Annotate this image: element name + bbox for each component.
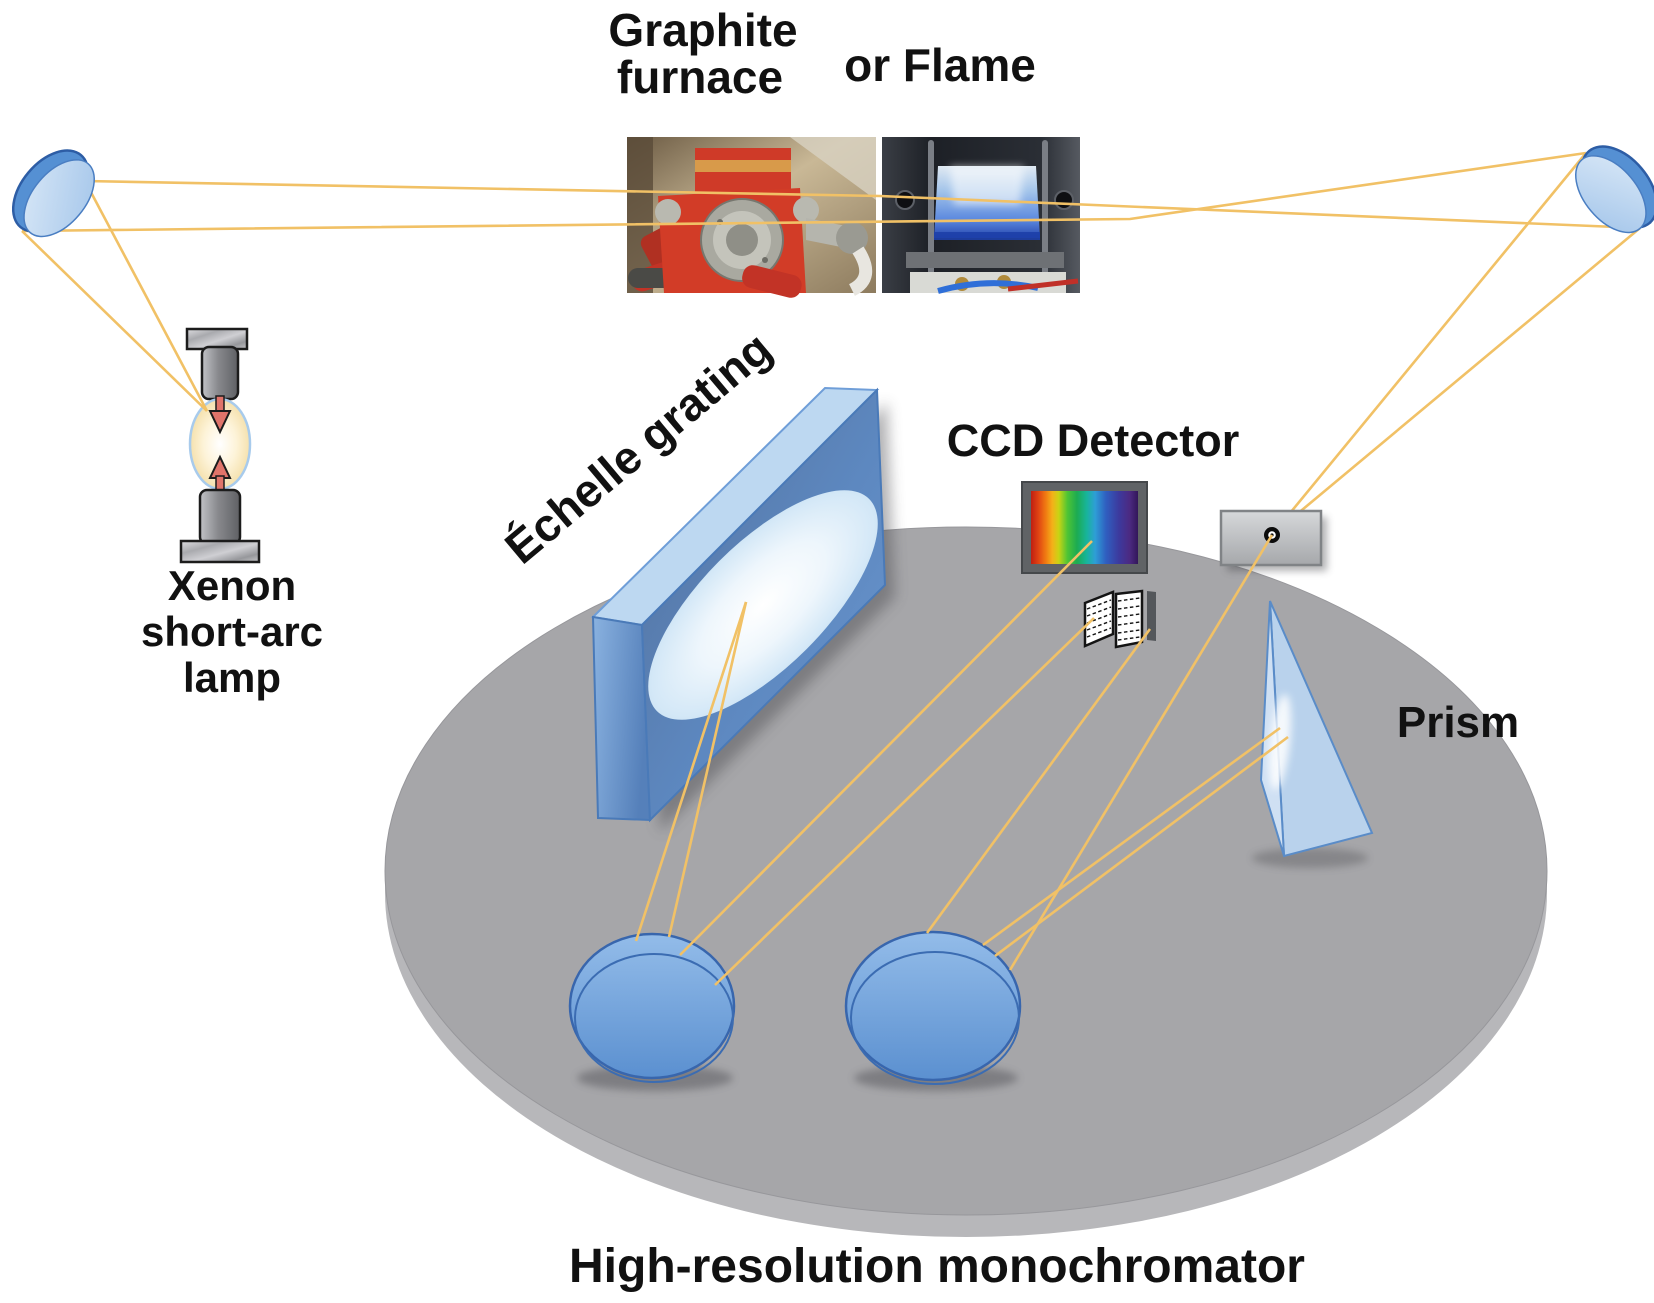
light-ray	[994, 735, 1289, 958]
grid-slat	[1147, 591, 1156, 641]
echelle-grating	[590, 386, 895, 832]
light-ray	[1271, 227, 1641, 536]
light-ray	[21, 151, 1587, 233]
light-ray	[1270, 152, 1588, 536]
parabolic-mirror-right	[844, 930, 1022, 1091]
entrance-slit	[1219, 509, 1327, 571]
label-prism: Prism	[1397, 698, 1519, 747]
light-ray	[667, 601, 748, 938]
label-or-flame: or Flame	[844, 39, 1036, 91]
chamber-port	[1054, 190, 1074, 210]
prism	[1252, 600, 1374, 868]
label-monochromator: High-resolution monochromator	[569, 1240, 1305, 1293]
electrode-rod-top	[215, 395, 225, 413]
light-ray	[84, 179, 1641, 230]
label-graphite-line2: furnace	[617, 51, 783, 103]
xenon-short-arc-lamp	[179, 327, 261, 564]
lamp-lower-body	[198, 488, 242, 546]
light-ray	[634, 601, 748, 942]
parabolic-mirror-left	[568, 932, 736, 1091]
ccd-spectrum	[1031, 491, 1138, 564]
flame-photo	[882, 137, 1080, 294]
grid-panel	[1114, 589, 1144, 649]
mirror-face	[23, 159, 95, 238]
mirror-face	[1575, 155, 1647, 234]
steel-cone	[806, 218, 846, 248]
light-ray	[21, 230, 208, 412]
label-ccd-detector: CCD Detector	[947, 415, 1240, 466]
light-rays-behind	[1270, 152, 1641, 536]
label-graphite-line1: Graphite	[608, 4, 797, 56]
transmission-grating-icon	[1083, 589, 1156, 649]
platform-top	[384, 526, 1548, 1216]
light-rays	[21, 151, 1641, 986]
red-cable	[1007, 278, 1079, 292]
lamp-base	[179, 539, 261, 564]
folding-mirror-left	[11, 149, 95, 238]
chamber-port	[895, 190, 915, 210]
grating-facet	[648, 490, 878, 720]
ccd-detector	[1021, 481, 1148, 574]
light-ray	[679, 540, 1093, 956]
furnace-port	[793, 197, 819, 223]
white-hose	[848, 246, 873, 296]
furnace-port	[655, 199, 681, 225]
light-ray	[925, 628, 1152, 934]
grating-side-face	[591, 615, 652, 822]
light-ray	[982, 726, 1281, 947]
furnace-top-stripe	[695, 160, 791, 172]
graphite-furnace-photo	[627, 137, 876, 298]
photo-wall	[790, 137, 876, 200]
electrode-tip-top	[208, 410, 232, 435]
burner-shelf	[906, 252, 1064, 268]
light-ray	[714, 617, 1095, 986]
label-xenon-line1: Xenon	[168, 562, 296, 609]
lamp-upper-body	[200, 345, 240, 401]
light-ray	[1008, 534, 1274, 971]
label-xenon-line3: lamp	[183, 654, 281, 701]
light-ray	[83, 180, 209, 412]
label-xenon-line2: short-arc	[141, 608, 323, 655]
folding-mirror-right	[1575, 145, 1654, 234]
